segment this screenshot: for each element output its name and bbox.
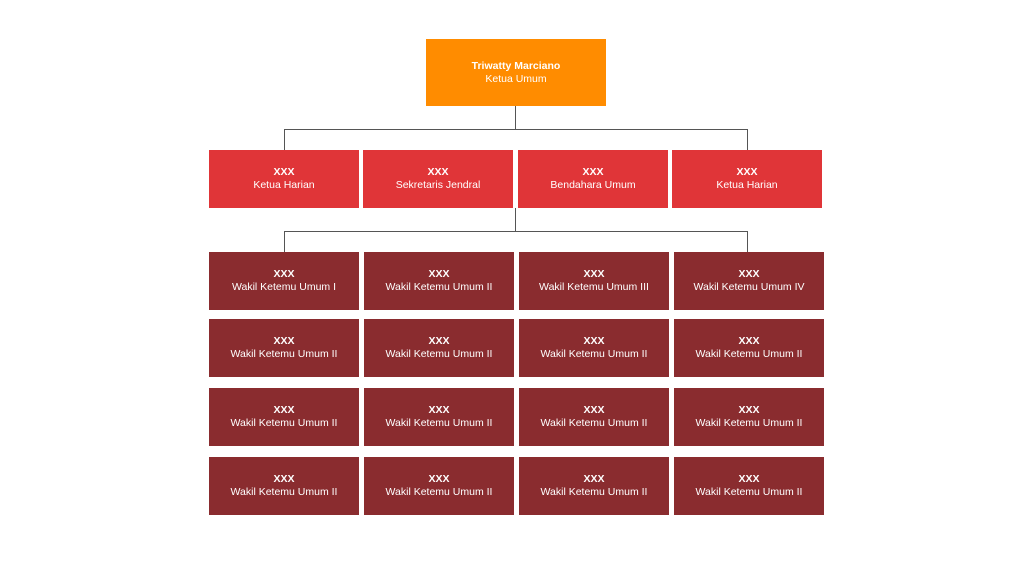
node-name: XXX — [583, 404, 605, 416]
node-role: Wakil Ketemu Umum II — [695, 417, 803, 429]
node-role: Sekretaris Jendral — [395, 179, 481, 191]
node-wakil-r4-c1: XXX Wakil Ketemu Umum II — [209, 457, 359, 515]
node-role: Wakil Ketemu Umum II — [385, 417, 493, 429]
node-role: Wakil Ketemu Umum II — [540, 486, 648, 498]
node-wakil-r3-c3: XXX Wakil Ketemu Umum II — [519, 388, 669, 446]
node-wakil-r1-c2: XXX Wakil Ketemu Umum II — [364, 252, 514, 310]
node-wakil-r4-c3: XXX Wakil Ketemu Umum II — [519, 457, 669, 515]
node-wakil-r2-c4: XXX Wakil Ketemu Umum II — [674, 319, 824, 377]
node-role: Bendahara Umum — [550, 179, 636, 191]
node-role: Wakil Ketemu Umum II — [695, 486, 803, 498]
node-name: XXX — [583, 268, 605, 280]
node-bendahara-umum: XXX Bendahara Umum — [518, 150, 668, 208]
node-role: Wakil Ketemu Umum II — [695, 348, 803, 360]
node-wakil-r4-c4: XXX Wakil Ketemu Umum II — [674, 457, 824, 515]
node-name: XXX — [273, 473, 295, 485]
node-name: XXX — [428, 335, 450, 347]
node-name: XXX — [428, 473, 450, 485]
node-role: Wakil Ketemu Umum II — [230, 348, 338, 360]
node-wakil-r2-c3: XXX Wakil Ketemu Umum II — [519, 319, 669, 377]
node-name: XXX — [738, 268, 760, 280]
node-role: Wakil Ketemu Umum I — [231, 281, 337, 293]
node-name: XXX — [273, 166, 295, 178]
node-role: Wakil Ketemu Umum III — [539, 281, 649, 293]
node-role: Wakil Ketemu Umum II — [540, 348, 648, 360]
node-name: XXX — [582, 166, 604, 178]
node-ketua-umum: Triwatty Marciano Ketua Umum — [426, 39, 606, 106]
node-name: Triwatty Marciano — [471, 59, 561, 72]
node-wakil-r1-c4: XXX Wakil Ketemu Umum IV — [674, 252, 824, 310]
node-name: XXX — [738, 335, 760, 347]
node-sekretaris-jendral: XXX Sekretaris Jendral — [363, 150, 513, 208]
connector-top-vertical — [515, 106, 516, 129]
node-ketua-harian-1: XXX Ketua Harian — [209, 150, 359, 208]
node-wakil-r3-c1: XXX Wakil Ketemu Umum II — [209, 388, 359, 446]
node-wakil-r2-c1: XXX Wakil Ketemu Umum II — [209, 319, 359, 377]
connector-level3-horizontal — [284, 231, 748, 232]
node-role: Wakil Ketemu Umum II — [385, 486, 493, 498]
node-name: XXX — [428, 404, 450, 416]
node-wakil-r3-c4: XXX Wakil Ketemu Umum II — [674, 388, 824, 446]
node-wakil-r4-c2: XXX Wakil Ketemu Umum II — [364, 457, 514, 515]
node-role: Ketua Harian — [253, 179, 315, 191]
node-wakil-r1-c1: XXX Wakil Ketemu Umum I — [209, 252, 359, 310]
node-name: XXX — [583, 473, 605, 485]
node-ketua-harian-2: XXX Ketua Harian — [672, 150, 822, 208]
node-name: XXX — [738, 404, 760, 416]
node-name: XXX — [273, 404, 295, 416]
node-role: Ketua Umum — [485, 72, 547, 85]
connector-level2-right-drop — [747, 129, 748, 150]
node-wakil-r2-c2: XXX Wakil Ketemu Umum II — [364, 319, 514, 377]
node-role: Ketua Harian — [716, 179, 778, 191]
node-role: Wakil Ketemu Umum IV — [693, 281, 805, 293]
node-role: Wakil Ketemu Umum II — [230, 417, 338, 429]
node-name: XXX — [583, 335, 605, 347]
node-role: Wakil Ketemu Umum II — [385, 281, 493, 293]
node-name: XXX — [273, 268, 295, 280]
node-name: XXX — [738, 473, 760, 485]
connector-level2-left-drop — [284, 129, 285, 150]
node-wakil-r1-c3: XXX Wakil Ketemu Umum III — [519, 252, 669, 310]
node-role: Wakil Ketemu Umum II — [540, 417, 648, 429]
node-role: Wakil Ketemu Umum II — [230, 486, 338, 498]
node-name: XXX — [273, 335, 295, 347]
connector-level2-horizontal — [284, 129, 748, 130]
node-name: XXX — [428, 268, 450, 280]
connector-level3-left-drop — [284, 231, 285, 252]
node-role: Wakil Ketemu Umum II — [385, 348, 493, 360]
connector-mid-vertical — [515, 208, 516, 231]
node-name: XXX — [427, 166, 449, 178]
node-name: XXX — [736, 166, 758, 178]
node-wakil-r3-c2: XXX Wakil Ketemu Umum II — [364, 388, 514, 446]
connector-level3-right-drop — [747, 231, 748, 252]
